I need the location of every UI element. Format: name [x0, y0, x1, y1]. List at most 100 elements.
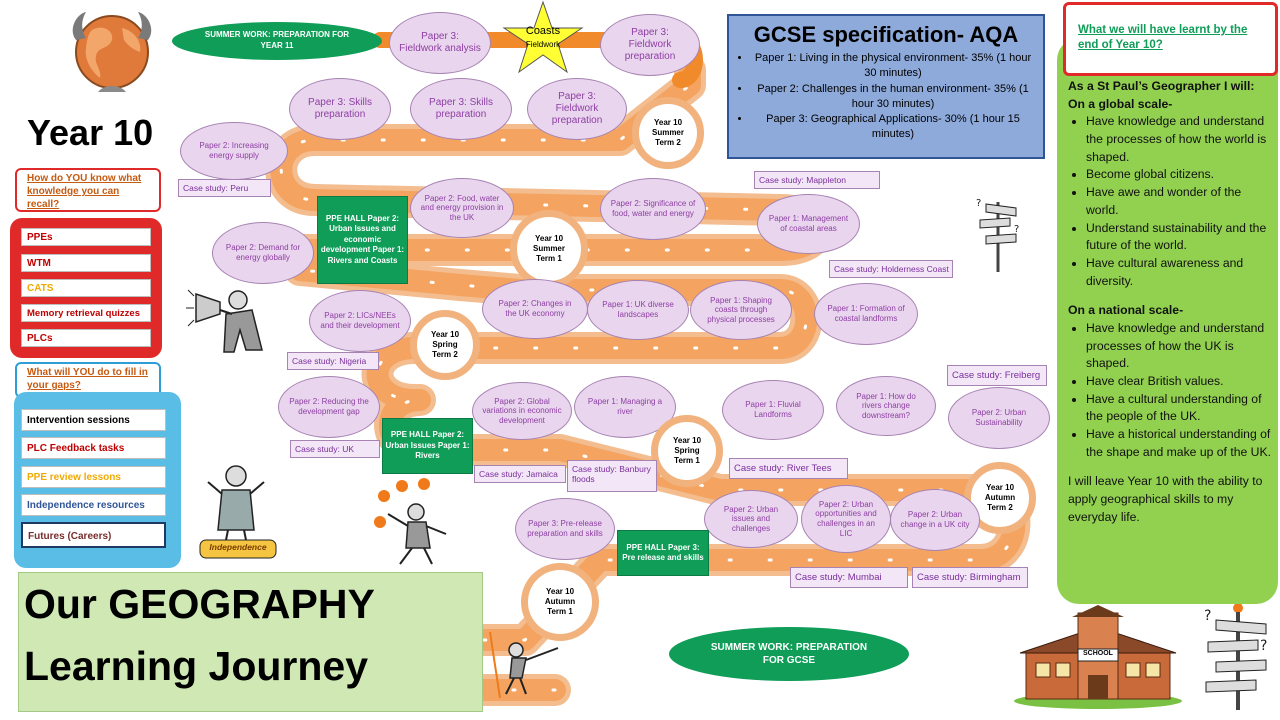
- gaps-panel: Intervention sessions PLC Feedback tasks…: [14, 392, 181, 568]
- term-summer-2: Year 10 Summer Term 2: [632, 97, 704, 169]
- year-title: Year 10: [27, 112, 154, 153]
- summer-work-year11-banner: SUMMER WORK: PREPARATION FOR YEAR 11: [172, 22, 382, 60]
- juggler-icon: [372, 478, 464, 568]
- global-scale-label: On a global scale-: [1068, 96, 1173, 111]
- national-scale-label: On a national scale-: [1068, 303, 1184, 318]
- learnt-heading-box: What we will have learnt by the end of Y…: [1063, 2, 1278, 76]
- recall-item-cats: CATS: [21, 279, 151, 297]
- ppe-hall-2-text: PPE HALL Paper 2: Urban Issues Paper 1: …: [385, 430, 470, 461]
- national-item: Have knowledge and understand processes …: [1086, 320, 1274, 373]
- spec-item-paper1: Paper 1: Living in the physical environm…: [751, 51, 1035, 81]
- term-summer-2-text: Year 10 Summer Term 2: [651, 118, 684, 147]
- spec-item-paper2: Paper 2: Challenges in the human environ…: [751, 82, 1035, 112]
- term-autumn-2-text: Year 10 Autumn Term 2: [984, 483, 1016, 512]
- case-study-mumbai: Case study: Mumbai: [790, 567, 908, 589]
- school-building-icon: SCHOOL: [1014, 605, 1182, 709]
- spec-list: Paper 1: Living in the physical environm…: [729, 51, 1043, 142]
- ppe-hall-3: PPE HALL Paper 3: Pre release and skills: [617, 530, 709, 576]
- case-study-birmingham: Case study: Birmingham: [912, 567, 1028, 589]
- coasts-fieldwork-star: Coasts Fieldwork: [498, 0, 588, 76]
- signpost-question-icon: ? ?: [972, 192, 1024, 274]
- globe-icon: [62, 0, 162, 100]
- summer-work-gcse-banner: SUMMER WORK: PREPARATION FOR GCSE: [669, 627, 909, 681]
- oval-fieldwork-analysis: Paper 3: Fieldwork analysis: [389, 12, 491, 74]
- case-study-holderness: Case study: Holderness Coast: [829, 260, 953, 279]
- independence-label: Independence: [209, 542, 267, 552]
- national-list: Have knowledge and understand processes …: [1068, 320, 1274, 462]
- ppe-hall-1-text: PPE HALL Paper 2: Urban Issues and econo…: [320, 214, 405, 265]
- ppe-hall-1: PPE HALL Paper 2: Urban Issues and econo…: [317, 196, 408, 284]
- term-spring-2: Year 10 Spring Term 2: [410, 310, 480, 380]
- oval-demand-energy: Paper 2: Demand for energy globally: [212, 222, 314, 284]
- national-item: Have clear British values.: [1086, 373, 1274, 391]
- independence-figure-icon: Independence: [198, 460, 278, 568]
- oval-urban-issues: Paper 2: Urban issues and challenges: [704, 490, 798, 548]
- journey-title-box: Our GEOGRAPHY Learning Journey: [18, 572, 483, 712]
- gcse-spec-box: GCSE specification- AQA Paper 1: Living …: [727, 14, 1045, 159]
- megaphone-person-icon: [186, 280, 281, 360]
- oval-fieldwork-preparation-top: Paper 3: Fieldwork preparation: [600, 14, 700, 76]
- spec-title: GCSE specification- AQA: [753, 22, 1019, 47]
- gap-item-intervention: Intervention sessions: [21, 409, 166, 431]
- oval-fieldwork-preparation: Paper 3: Fieldwork preparation: [527, 78, 627, 140]
- oval-significance-food: Paper 2: Significance of food, water and…: [600, 178, 706, 240]
- global-item: Have awe and wonder of the world.: [1086, 184, 1274, 219]
- gap-item-independence: Independence resources: [21, 494, 166, 516]
- gap-item-plc-feedback: PLC Feedback tasks: [21, 437, 166, 459]
- term-autumn-1: Year 10 Autumn Term 1: [521, 563, 599, 641]
- recall-item-quizzes: Memory retrieval quizzes: [21, 304, 151, 322]
- spec-item-paper3: Paper 3: Geographical Applications- 30% …: [751, 112, 1035, 142]
- coasts-label: Coasts: [525, 25, 561, 37]
- recall-item-wtm: WTM: [21, 254, 151, 272]
- gap-item-ppe-review: PPE review lessons: [21, 466, 166, 488]
- oval-uk-diverse: Paper 1: UK diverse landscapes: [587, 280, 689, 340]
- national-item: Have a historical understanding of the s…: [1086, 426, 1274, 461]
- global-list: Have knowledge and understand the proces…: [1068, 113, 1274, 290]
- fieldwork-label: Fieldwork: [525, 40, 561, 49]
- journey-title-line2: Learning Journey: [24, 643, 369, 689]
- global-item: Have cultural awareness and diversity.: [1086, 255, 1274, 290]
- term-summer-1-text: Year 10 Summer Term 1: [532, 234, 565, 263]
- case-study-nigeria: Case study: Nigeria: [287, 352, 379, 371]
- oval-urban-change-uk: Paper 2: Urban change in a UK city: [890, 489, 980, 551]
- climbing-figure-icon: [486, 628, 566, 704]
- oval-shaping-coasts: Paper 1: Shaping coasts through physical…: [690, 280, 792, 340]
- learnt-body: As a St Paul’s Geographer I will: On a g…: [1068, 78, 1274, 527]
- term-spring-1-text: Year 10 Spring Term 1: [672, 436, 702, 465]
- recall-item-plcs: PLCs: [21, 329, 151, 347]
- oval-fluvial: Paper 1: Fluvial Landforms: [722, 380, 824, 440]
- ppe-hall-2: PPE HALL Paper 2: Urban Issues Paper 1: …: [382, 418, 473, 474]
- case-study-peru: Case study: Peru: [178, 179, 271, 198]
- oval-increasing-energy: Paper 2: Increasing energy supply: [180, 122, 288, 180]
- oval-urban-sustainability: Paper 2: Urban Sustainability: [948, 387, 1050, 449]
- case-study-uk: Case study: UK: [290, 440, 380, 459]
- signpost-question-icon-2: ? ?: [1200, 600, 1272, 712]
- know-question-box: How do YOU know what knowledge you can r…: [15, 168, 161, 212]
- learnt-intro: As a St Paul’s Geographer I will:: [1068, 79, 1255, 93]
- oval-formation-coastal: Paper 1: Formation of coastal landforms: [814, 283, 918, 345]
- term-spring-2-text: Year 10 Spring Term 2: [430, 330, 460, 359]
- oval-rivers-change: Paper 1: How do rivers change downstream…: [836, 376, 936, 436]
- global-item: Understand sustainability and the future…: [1086, 220, 1274, 255]
- oval-p3-prerelease: Paper 3: Pre-release preparation and ski…: [515, 498, 615, 560]
- school-sign-label: SCHOOL: [1083, 650, 1113, 657]
- summer-work-gcse-text: SUMMER WORK: PREPARATION FOR GCSE: [710, 641, 868, 667]
- oval-food-water-energy-uk: Paper 2: Food, water and energy provisio…: [410, 178, 514, 238]
- oval-skills-preparation-a: Paper 3: Skills preparation: [289, 78, 391, 140]
- svg-text:?: ?: [1260, 638, 1267, 654]
- learnt-panel: [1057, 38, 1278, 604]
- oval-reducing-gap: Paper 2: Reducing the development gap: [278, 376, 380, 438]
- term-spring-1: Year 10 Spring Term 1: [651, 415, 723, 487]
- oval-lics-nees: Paper 2: LICs/NEEs and their development: [309, 290, 411, 352]
- case-study-jamaica: Case study: Jamaica: [474, 465, 566, 484]
- summer-work-year11-text: SUMMER WORK: PREPARATION FOR YEAR 11: [204, 30, 350, 50]
- oval-urban-opportunities: Paper 2: Urban opportunities and challen…: [801, 485, 891, 553]
- oval-management-coastal: Paper 1: Management of coastal areas: [757, 194, 860, 254]
- global-item: Become global citizens.: [1086, 166, 1274, 184]
- oval-changes-uk-economy: Paper 2: Changes in the UK economy: [482, 279, 588, 339]
- case-study-freiberg: Case study: Freiberg: [947, 365, 1047, 387]
- case-study-river-tees: Case study: River Tees: [729, 458, 848, 480]
- svg-text:?: ?: [1014, 224, 1019, 235]
- oval-skills-preparation-b: Paper 3: Skills preparation: [410, 78, 512, 140]
- svg-text:?: ?: [1204, 608, 1211, 624]
